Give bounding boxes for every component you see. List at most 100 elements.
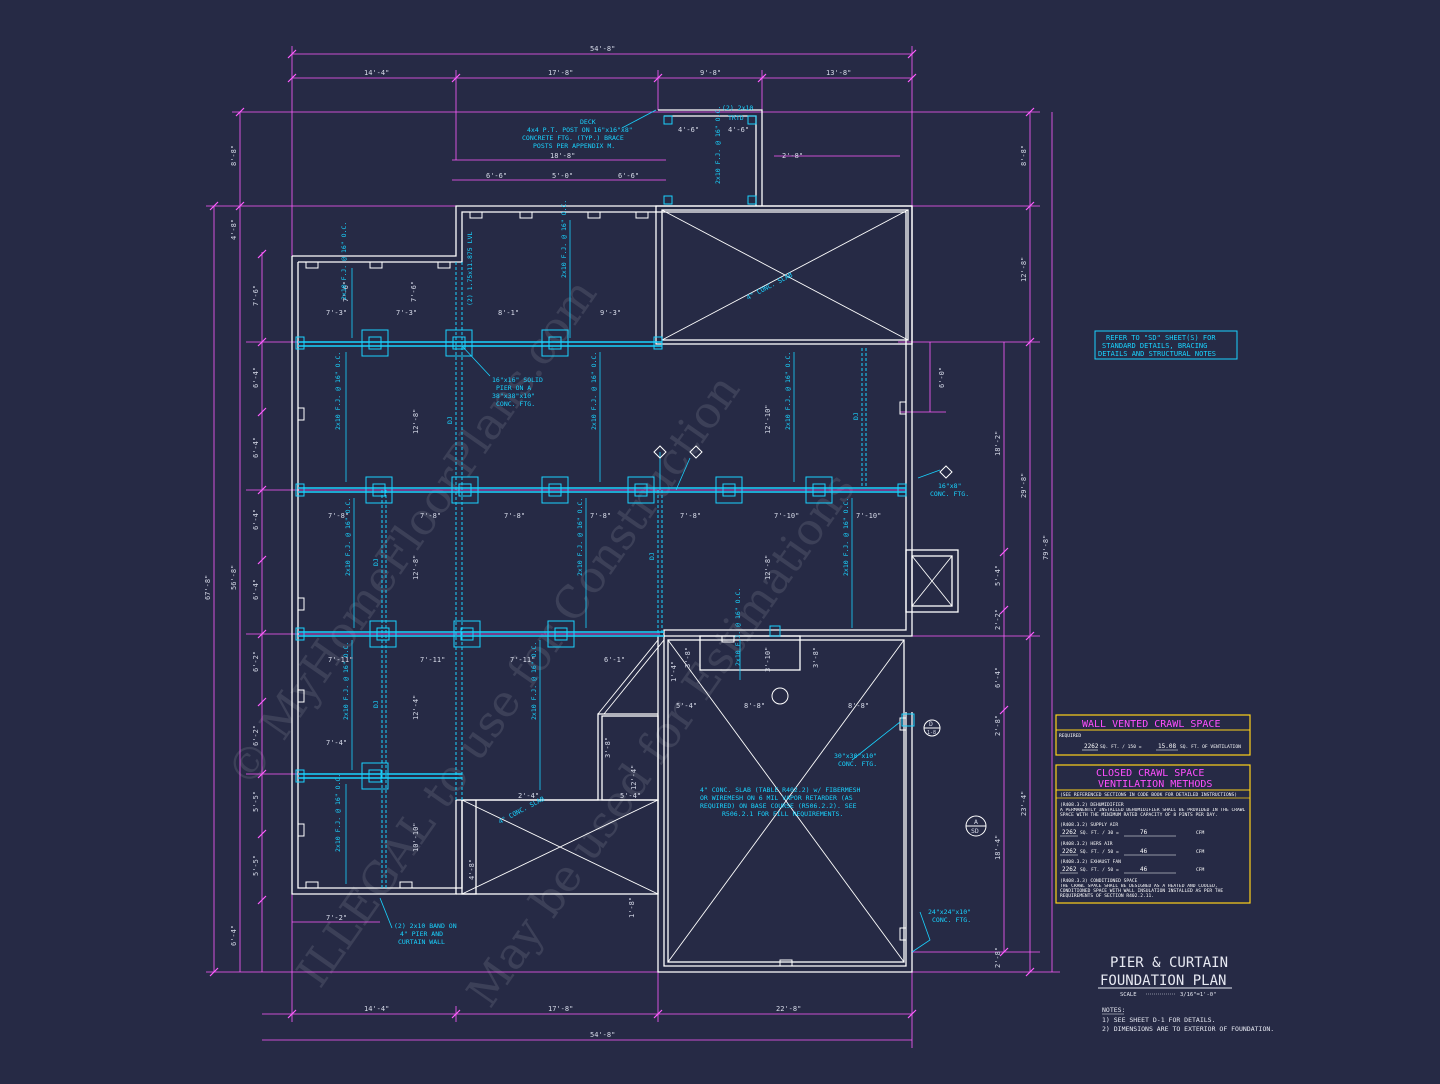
dim-vertical-3: 12'-8": [412, 555, 420, 580]
dim-left-a: 4'-8": [230, 219, 238, 240]
closed-row-4-head: (R408.3.2) EXHAUST FAN: [1060, 859, 1121, 865]
callout-deck-line-4: POSTS PER APPENDIX M.: [533, 142, 615, 150]
dim-deck-left: 4'-6": [678, 126, 699, 134]
vented-unit-a: SQ. FT. / 150 =: [1100, 744, 1142, 750]
dj-label-4: DJ: [648, 552, 656, 560]
dj-label-3: DJ: [372, 558, 380, 566]
callout-slab-line-4: R506.2.1 FOR FILL REQUIREMENTS.: [722, 810, 843, 818]
dim-deck-seg-1: 6'-6": [486, 172, 507, 180]
dim-lower-4: 3'-8": [684, 647, 692, 668]
dim-right-overall: 79'-8": [1042, 535, 1050, 560]
dim-misc-2: 5'-4": [620, 792, 641, 800]
watermark-line-3: May be used for Estimations: [457, 464, 865, 1017]
dim-vertical-2: 12'-10": [764, 404, 772, 434]
dim-vertical-8: 7'-6": [410, 281, 418, 302]
refer-note-line-1: REFER TO "SD" SHEET(S) FOR: [1106, 334, 1216, 342]
callout-slab-line-2: OR WIREMESH ON 6 MIL VAPOR RETARDER (AS: [700, 794, 853, 802]
dim-bottom-seg-2: 17'-8": [548, 1005, 573, 1013]
closed-row-1-text: A PERMANENTLY INSTALLED DEHUMIDIFIER SHA…: [1060, 808, 1246, 818]
closed-row-3-head: (R408.3.2) HERS AIR: [1060, 841, 1113, 847]
vented-area: 2262: [1084, 743, 1099, 750]
dim-vertical-6: 10'-10": [412, 822, 420, 852]
closed-row-5-text-wrap: THE CRAWL SPACE SHALL BE DESIGNED AS A H…: [1060, 884, 1224, 899]
girder-lines: [298, 341, 906, 779]
closed-row-3-area: 2262: [1062, 848, 1077, 855]
callout-deck-line-3: CONCRETE FTG. (TYP.) BRACE: [522, 134, 624, 142]
callout-ftg16-line-1: 16"x8": [938, 482, 961, 490]
closed-row-4-val: 46: [1140, 866, 1148, 873]
joist-label-1: 2x10 F.J. @ 16" O.C.: [340, 222, 348, 300]
callout-ftg16: 16"x8" CONC. FTG.: [930, 482, 969, 498]
dim-right-h: 23'-4": [1020, 791, 1028, 816]
dim-left-row-5: 6'-4": [252, 579, 260, 600]
dim-deck-right: 4'-6": [728, 126, 749, 134]
closed-table-title-1: CLOSED CRAWL SPACE: [1096, 768, 1204, 779]
closed-crawl-table: CLOSED CRAWL SPACE VENTILATION METHODS (…: [1055, 764, 1251, 904]
dim-top-seg-4: 13'-8": [826, 69, 851, 77]
closed-row-2-op: SQ. FT. / 30 =: [1080, 830, 1119, 836]
callout-ftg24: 24"x24"x10" CONC. FTG.: [928, 908, 971, 924]
dim-right-i: 18'-4": [994, 835, 1002, 860]
dim-left-room: 7'-2": [326, 914, 347, 922]
dim-misc-3: 1'-8": [628, 897, 636, 918]
scale-value: 3/16"=1'-0": [1180, 992, 1216, 998]
closed-row-5-head: (R408.3.3) CONDITIONED SPACE: [1060, 878, 1138, 884]
joist-span-arrows: [345, 220, 853, 884]
vented-unit-b: SQ. FT. OF VENTILATION: [1180, 744, 1241, 750]
dim-misc-6: 12'-4": [630, 765, 638, 790]
dim-lower-7: 1'-4": [670, 661, 678, 682]
closed-row-3-val: 46: [1140, 848, 1148, 855]
internal-dimension-text: 18'-8" 6'-6" 5'-0" 6'-6" 4'-6" 4'-6" 2'-…: [326, 126, 881, 922]
dim-left-row-7: 6'-2": [252, 725, 260, 746]
closed-row-5-text: THE CRAWL SPACE SHALL BE DESIGNED AS A H…: [1060, 884, 1224, 899]
callout-band: (2) 2x10 BAND ON 4" PIER AND CURTAIN WAL…: [394, 922, 457, 946]
callout-band-line-1: (2) 2x10 BAND ON: [394, 922, 457, 930]
closed-row-4-op: SQ. FT. / 50 =: [1080, 867, 1119, 873]
callout-deck: DECK 4x4 P.T. POST ON 16"x16"x8" CONCRET…: [522, 118, 633, 150]
dim-left-row-2: 6'-4": [252, 367, 260, 388]
dim-deck-side: 2'-8": [782, 152, 803, 160]
dim-row3-3: 7'-11": [510, 656, 535, 664]
dim-right-e: 2'-2": [994, 609, 1002, 630]
closed-row-3-unit: CFM: [1196, 849, 1205, 855]
dj-label-2: DJ: [852, 412, 860, 420]
closed-row-2-val: 76: [1140, 829, 1148, 836]
dim-row2-6: 7'-10": [774, 512, 799, 520]
joist-label-4: 2x10 F.J. @ 16" O.C.: [590, 352, 598, 430]
dim-right-d: 5'-4": [994, 565, 1002, 586]
dim-lower-5: 3'-10": [764, 647, 772, 672]
dim-vertical-4: 12'-8": [764, 555, 772, 580]
closed-row-2-unit: CFM: [1196, 830, 1205, 836]
callout-pier: 16"x16" SOLID PIER ON A 38"x38"x10" CONC…: [492, 376, 543, 408]
dim-right-j: 2'-8": [994, 947, 1002, 968]
wall-vents: [298, 212, 906, 966]
joist-label-deck: 2x10 F.J. @ 16" O.C.: [714, 106, 722, 184]
dim-misc-5: 3'-8": [604, 737, 612, 758]
title-block: PIER & CURTAIN FOUNDATION PLAN SCALE 3/1…: [1098, 955, 1274, 1033]
dim-top-overall: 54'-8": [590, 45, 615, 53]
callout-slab: 4" CONC. SLAB (TABLE R402.2) w/ FIBERMES…: [700, 786, 861, 818]
dj-label-5: DJ: [372, 700, 380, 708]
dim-right-top: 8'-8": [1020, 145, 1028, 166]
dim-bottom-seg-3: 22'-8": [776, 1005, 801, 1013]
dim-left-overall: 67'-8": [204, 575, 212, 600]
vented-required-label: REQUIRED: [1059, 733, 1081, 739]
dim-bottom-partial: 54'-8": [590, 1031, 615, 1039]
dim-lower-6: 3'-8": [812, 647, 820, 668]
dim-row3-1: 7'-11": [328, 656, 353, 664]
closed-row-4-unit: CFM: [1196, 867, 1205, 873]
closed-table-title-2: VENTILATION METHODS: [1098, 779, 1212, 790]
dim-row1-4: 9'-3": [600, 309, 621, 317]
dim-vertical-7: 7'-6": [342, 281, 350, 302]
dim-left-row-1: 7'-6": [252, 285, 260, 306]
note-2: 2) DIMENSIONS ARE TO EXTERIOR OF FOUNDAT…: [1102, 1025, 1274, 1033]
dim-right-k: 6'-0": [938, 367, 946, 388]
dim-left-row-3: 6'-4": [252, 437, 260, 458]
dim-row2-2: 7'-8": [420, 512, 441, 520]
dim-bottom-seg-1: 14'-4": [364, 1005, 389, 1013]
vented-crawl-table: WALL VENTED CRAWL SPACE REQUIRED 2262 SQ…: [1055, 714, 1251, 756]
dim-left-top: 8'-8": [230, 145, 238, 166]
joist-label-10: 2x10 F.J. @ 16" O.C.: [530, 642, 538, 720]
refer-note: REFER TO "SD" SHEET(S) FOR STANDARD DETA…: [1094, 330, 1238, 360]
